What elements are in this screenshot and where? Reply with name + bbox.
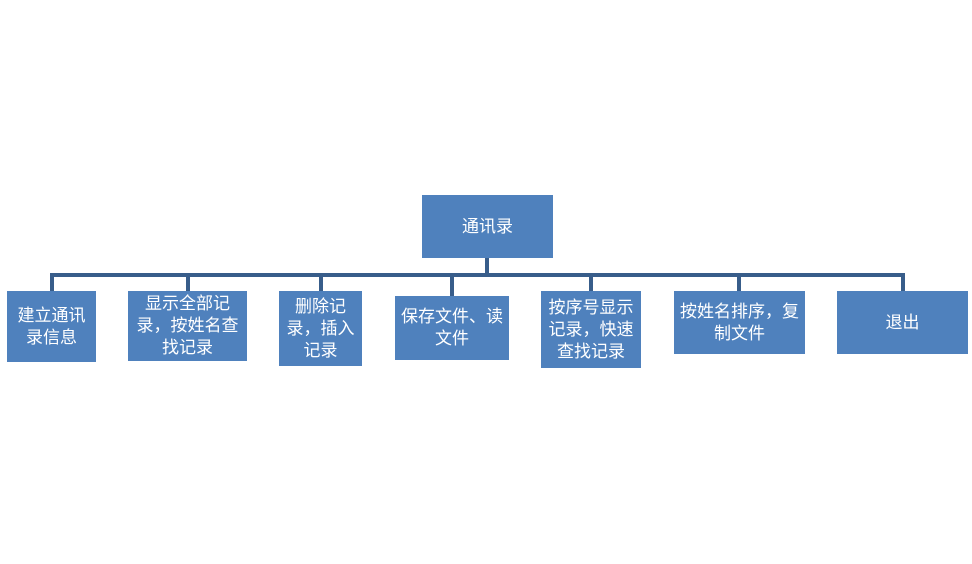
child-node-7: 退出 bbox=[837, 291, 968, 354]
root-node-label: 通讯录 bbox=[462, 216, 513, 237]
child-node-3-label: 删除记录，插入记录 bbox=[286, 296, 355, 361]
child-node-4: 保存文件、读文件 bbox=[395, 296, 509, 360]
child-node-6-label: 按姓名排序，复制文件 bbox=[680, 301, 799, 344]
child-node-1-label: 建立通讯录信息 bbox=[17, 305, 86, 348]
root-node: 通讯录 bbox=[422, 195, 553, 258]
child-node-2: 显示全部记录，按姓名查找记录 bbox=[128, 291, 247, 361]
child-node-3: 删除记录，插入记录 bbox=[279, 291, 362, 366]
child-node-6: 按姓名排序，复制文件 bbox=[674, 291, 805, 354]
child-node-1: 建立通讯录信息 bbox=[7, 291, 96, 362]
child-node-4-label: 保存文件、读文件 bbox=[401, 307, 503, 349]
child-node-2-label: 显示全部记录，按姓名查找记录 bbox=[136, 294, 239, 358]
child-node-5-label: 按序号显示记录，快速查找记录 bbox=[548, 297, 634, 362]
child-node-7-label: 退出 bbox=[885, 312, 920, 333]
child-node-5: 按序号显示记录，快速查找记录 bbox=[541, 291, 641, 368]
